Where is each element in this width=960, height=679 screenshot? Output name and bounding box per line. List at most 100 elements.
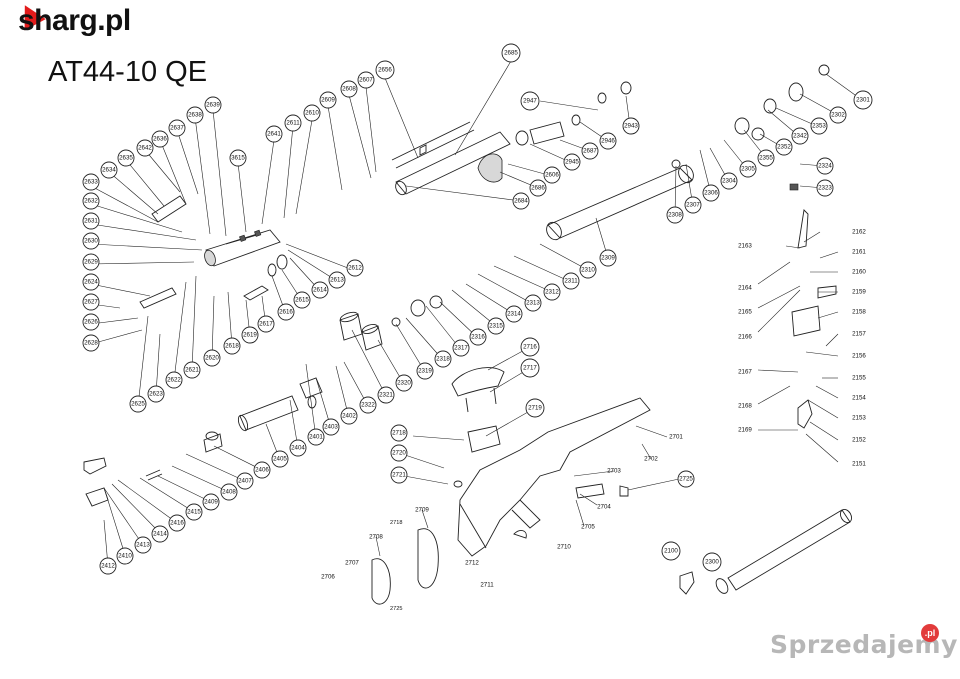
callout-circle xyxy=(525,398,545,418)
trigger-part xyxy=(679,571,695,595)
callout-circle xyxy=(82,313,100,331)
callout-circle xyxy=(524,294,542,312)
callout-2352: 2352 xyxy=(775,138,793,156)
callout-2613: 2613 xyxy=(328,271,346,289)
callout-number: 2169 xyxy=(738,427,752,434)
callout-2162: 2162 xyxy=(852,229,866,236)
callout-number: 2410 xyxy=(118,553,132,560)
callout-2610: 2610 xyxy=(303,104,321,122)
callout-number: 2153 xyxy=(852,415,866,422)
callout-circle xyxy=(183,361,201,379)
callout-2312: 2312 xyxy=(543,283,561,301)
callout-2625: 2625 xyxy=(129,395,147,413)
callout-2163: 2163 xyxy=(738,243,752,250)
callout-number: 2617 xyxy=(259,321,273,328)
callout-number: 2404 xyxy=(291,445,305,452)
callout-circle xyxy=(434,350,452,368)
callout-circle xyxy=(82,173,100,191)
callout-circle xyxy=(720,172,738,190)
callout-number: 2642 xyxy=(138,145,152,152)
callout-number: 2719 xyxy=(528,405,542,412)
callout-number: 2313 xyxy=(526,300,540,307)
callout-circle xyxy=(599,132,617,150)
callout-number: 2639 xyxy=(206,102,220,109)
callout-2160: 2160 xyxy=(852,269,866,276)
callout-number: 2619 xyxy=(243,332,257,339)
callout-2407: 2407 xyxy=(236,472,254,490)
callout-circle xyxy=(99,557,117,575)
callout-2316: 2316 xyxy=(469,328,487,346)
callout-2323: 2323 xyxy=(816,179,834,197)
callout-2624: 2624 xyxy=(82,273,100,291)
callout-number: 2709 xyxy=(415,507,429,514)
callout-number: 2300 xyxy=(705,559,719,566)
callout-number: 2314 xyxy=(507,311,521,318)
callout-2623: 2623 xyxy=(147,385,165,403)
callout-2153: 2153 xyxy=(852,415,866,422)
callout-number: 2712 xyxy=(465,560,479,567)
callout-number: 2706 xyxy=(321,574,335,581)
callout-circle xyxy=(307,428,325,446)
callout-circle xyxy=(257,315,275,333)
callout-2716: 2716 xyxy=(520,337,540,357)
callout-2629: 2629 xyxy=(82,253,100,271)
callout-2611: 2611 xyxy=(284,114,302,132)
callout-number: 2319 xyxy=(418,368,432,375)
callout-number: 2408 xyxy=(222,489,236,496)
callout-circle xyxy=(328,271,346,289)
callout-number: 2634 xyxy=(102,167,116,174)
callout-number: 2610 xyxy=(305,110,319,117)
callout-circle xyxy=(684,196,702,214)
callout-2721: 2721 xyxy=(390,466,408,484)
callout-number: 2342 xyxy=(793,133,807,140)
callout-2157: 2157 xyxy=(852,331,866,338)
callout-2685: 2685 xyxy=(501,43,521,63)
callout-number: 2166 xyxy=(738,334,752,341)
callout-number: 2157 xyxy=(852,331,866,338)
callout-circle xyxy=(340,407,358,425)
callout-number: 2721 xyxy=(392,472,406,479)
callout-number: 2305 xyxy=(741,166,755,173)
air-tube-part xyxy=(546,164,694,241)
callout-number: 2609 xyxy=(321,97,335,104)
callout-2608: 2608 xyxy=(340,80,358,98)
callout-circle xyxy=(241,326,259,344)
callout-2161: 2161 xyxy=(852,249,866,256)
callout-2310: 2310 xyxy=(579,261,597,279)
callout-number: 2162 xyxy=(852,229,866,236)
callout-2630: 2630 xyxy=(82,232,100,250)
callout-number: 2301 xyxy=(856,97,870,104)
callout-circle xyxy=(702,552,722,572)
callout-2621: 2621 xyxy=(183,361,201,379)
callout-2712: 2712 xyxy=(465,560,479,567)
callout-number: 2155 xyxy=(852,375,866,382)
callout-circle xyxy=(702,184,720,202)
callout-circle xyxy=(253,461,271,479)
callout-circle xyxy=(579,261,597,279)
callout-2402: 2402 xyxy=(340,407,358,425)
callout-circle xyxy=(186,106,204,124)
callout-2151: 2151 xyxy=(852,461,866,468)
callout-circle xyxy=(543,283,561,301)
callout-2406: 2406 xyxy=(253,461,271,479)
callout-2633: 2633 xyxy=(82,173,100,191)
callout-2945: 2945 xyxy=(563,153,581,171)
callout-2706: 2706 xyxy=(321,574,335,581)
callout-number: 2352 xyxy=(777,144,791,151)
callout-number: 2686 xyxy=(531,185,545,192)
latch-part xyxy=(83,457,109,507)
callout-circle xyxy=(775,138,793,156)
callout-2687: 2687 xyxy=(581,142,599,160)
callout-2684: 2684 xyxy=(512,192,530,210)
callout-2711: 2711 xyxy=(480,582,494,589)
callout-circle xyxy=(293,291,311,309)
callout-number: 2312 xyxy=(545,289,559,296)
receiver-part xyxy=(204,229,281,267)
callout-number: 2624 xyxy=(84,279,98,286)
callout-2302: 2302 xyxy=(829,106,847,124)
label-2718-small: 2718 xyxy=(390,520,402,526)
callout-circle xyxy=(129,395,147,413)
callout-2619: 2619 xyxy=(241,326,259,344)
callout-number: 2947 xyxy=(523,98,537,105)
callout-number: 2684 xyxy=(514,198,528,205)
